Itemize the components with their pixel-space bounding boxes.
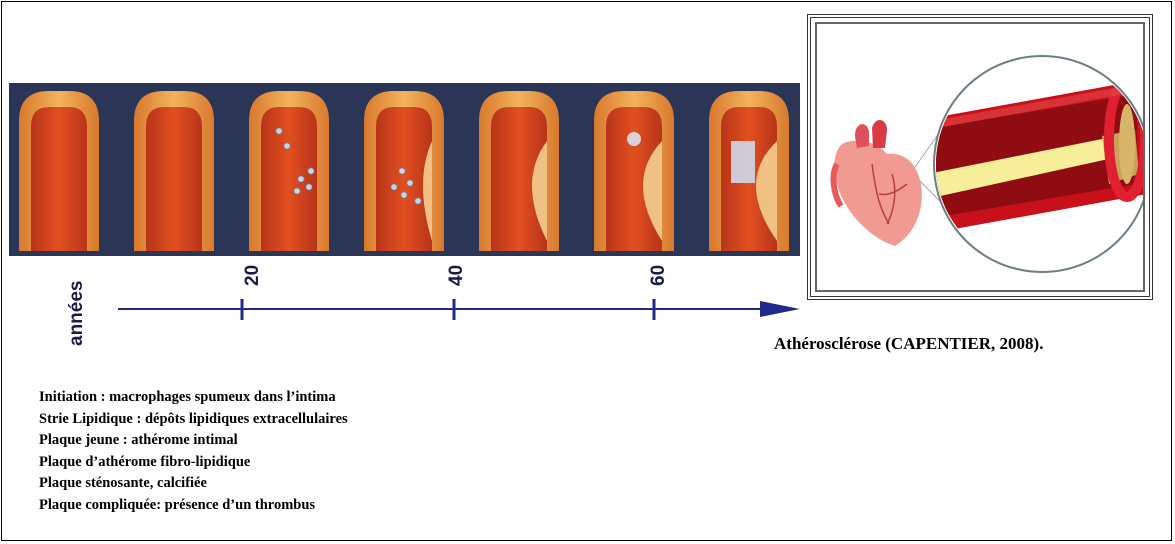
tick-label-20: 20 [242,265,263,286]
stage-item-initiation: Initiation : macrophages spumeux dans l’… [39,387,348,409]
vessel-cross-section-icon [134,91,214,251]
illustration-caption: Athérosclérose (CAPENTIER, 2008). [774,334,1164,354]
timeline: années 20 40 60 [0,256,800,366]
stage-item-plaque-compliquee: Plaque compliquée: présence d’un thrombu… [39,495,348,517]
stage-list: Initiation : macrophages spumeux dans l’… [39,387,348,516]
illustration-canvas [815,22,1145,292]
stage-item-strie-lipidique: Strie Lipidique : dépôts lipidiques extr… [39,409,348,431]
vessel-cross-section-icon [594,91,674,251]
vessel-cross-section-icon [364,91,444,251]
heart-icon [834,120,922,246]
vessel-stages-panel [9,83,800,256]
timeline-unit-label: années [66,281,87,346]
vessel-cross-section-icon [249,91,329,251]
atherosclerosis-illustration [807,14,1153,300]
timeline-arrowhead [760,301,800,317]
vessel-cross-section-icon [19,91,99,251]
vessel-cross-section-icon [479,91,559,251]
tick-label-60: 60 [648,265,669,286]
stage-item-plaque-stenosante: Plaque sténosante, calcifiée [39,473,348,495]
stage-item-plaque-jeune: Plaque jeune : athérome intimal [39,430,348,452]
vessel-cross-section-icon [709,91,789,251]
stage-item-plaque-fibro-lipidique: Plaque d’athérome fibro-lipidique [39,452,348,474]
tick-label-40: 40 [446,265,467,286]
